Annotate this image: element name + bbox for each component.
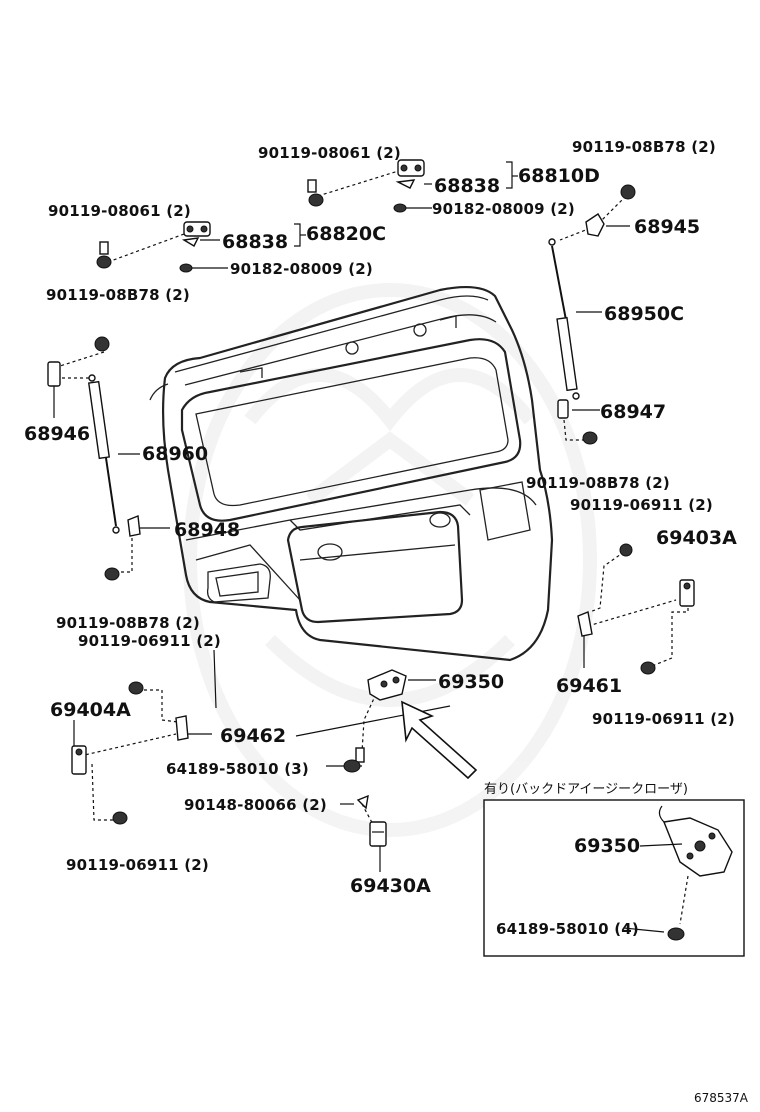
watermark-emblem — [183, 283, 597, 837]
label-90148-80066: 90148-80066 (2) — [184, 796, 327, 814]
hinge-68810D-icon — [393, 159, 425, 213]
label-64189-58010-3: 64189-58010 (3) — [166, 760, 309, 778]
label-90119-06911-left-top: 90119-06911 (2) — [78, 632, 221, 650]
screw-icon — [356, 794, 369, 810]
label-68950C: 68950C — [604, 303, 684, 325]
bracket-68945-icon — [585, 213, 605, 237]
label-69461: 69461 — [556, 675, 622, 697]
bracket-68948-icon — [127, 515, 141, 537]
hinge-69404A-icon — [71, 745, 87, 775]
label-90119-08061-left: 90119-08061 (2) — [48, 202, 191, 220]
bolt-icon — [343, 747, 365, 773]
gas-strut-left-icon — [87, 374, 120, 534]
bolt-icon — [619, 543, 633, 557]
label-90119-08B78-right: 90119-08B78 (2) — [526, 474, 670, 492]
inset-label-64189-58010-4: 64189-58010 (4) — [496, 920, 639, 938]
label-68838-top: 68838 — [434, 175, 500, 197]
label-69403A: 69403A — [656, 527, 737, 549]
bolt-icon — [94, 336, 110, 352]
closer-69350-icon — [658, 805, 733, 877]
bolt-icon — [307, 179, 324, 207]
inset-label-69350: 69350 — [574, 835, 640, 857]
inset-title: 有り(バックドアイージークローザ) — [484, 782, 688, 797]
label-90119-08061-top: 90119-08061 (2) — [258, 144, 401, 162]
bolt-icon — [582, 431, 598, 445]
bolt-icon — [104, 567, 120, 581]
bumper-69430A-icon — [369, 821, 387, 847]
bolt-icon — [620, 184, 636, 200]
label-68810D: 68810D — [518, 165, 600, 187]
label-90182-08009-top: 90182-08009 (2) — [432, 200, 575, 218]
label-68960: 68960 — [142, 443, 208, 465]
label-90182-08009-left: 90182-08009 (2) — [230, 260, 373, 278]
label-90119-08B78-topright: 90119-08B78 (2) — [572, 138, 716, 156]
striker-69350-icon — [367, 669, 407, 701]
part-labels: 90119-08061 (2) 68810D 68838 90182-08009… — [24, 138, 749, 1105]
bracket-69461-icon — [577, 611, 593, 637]
label-69350: 69350 — [438, 671, 504, 693]
bracket-68946-icon — [47, 361, 61, 387]
back-door-panel — [149, 285, 554, 662]
inset-easy-closer — [483, 799, 745, 957]
label-69404A: 69404A — [50, 699, 131, 721]
label-68946: 68946 — [24, 423, 90, 445]
label-90119-06911-left-bottom: 90119-06911 (2) — [66, 856, 209, 874]
gas-strut-right-icon — [548, 238, 580, 400]
bracket-68947-icon — [557, 399, 569, 419]
part-shapes — [47, 159, 695, 847]
label-90119-08B78-left: 90119-08B78 (2) — [46, 286, 190, 304]
label-69430A: 69430A — [350, 875, 431, 897]
label-68838-left: 68838 — [222, 231, 288, 253]
label-68948: 68948 — [174, 519, 240, 541]
bolt-icon — [96, 241, 112, 269]
bolt-icon — [112, 811, 128, 825]
diagram-reference-number: 678537A — [694, 1091, 749, 1105]
label-68947: 68947 — [600, 401, 666, 423]
hinge-68820C-icon — [179, 221, 211, 273]
bolt-icon — [640, 661, 656, 675]
label-90119-06911-right-bottom: 90119-06911 (2) — [592, 710, 735, 728]
label-90119-08B78-bottomleft: 90119-08B78 (2) — [56, 614, 200, 632]
label-90119-06911-right-top: 90119-06911 (2) — [570, 496, 713, 514]
label-68820C: 68820C — [306, 223, 386, 245]
label-69462: 69462 — [220, 725, 286, 747]
hinge-69403A-icon — [679, 579, 695, 607]
bolt-icon — [667, 927, 685, 941]
leader-lines — [53, 161, 689, 872]
bracket-69462-icon — [175, 715, 189, 741]
label-68945: 68945 — [634, 216, 700, 238]
bolt-icon — [128, 681, 144, 695]
